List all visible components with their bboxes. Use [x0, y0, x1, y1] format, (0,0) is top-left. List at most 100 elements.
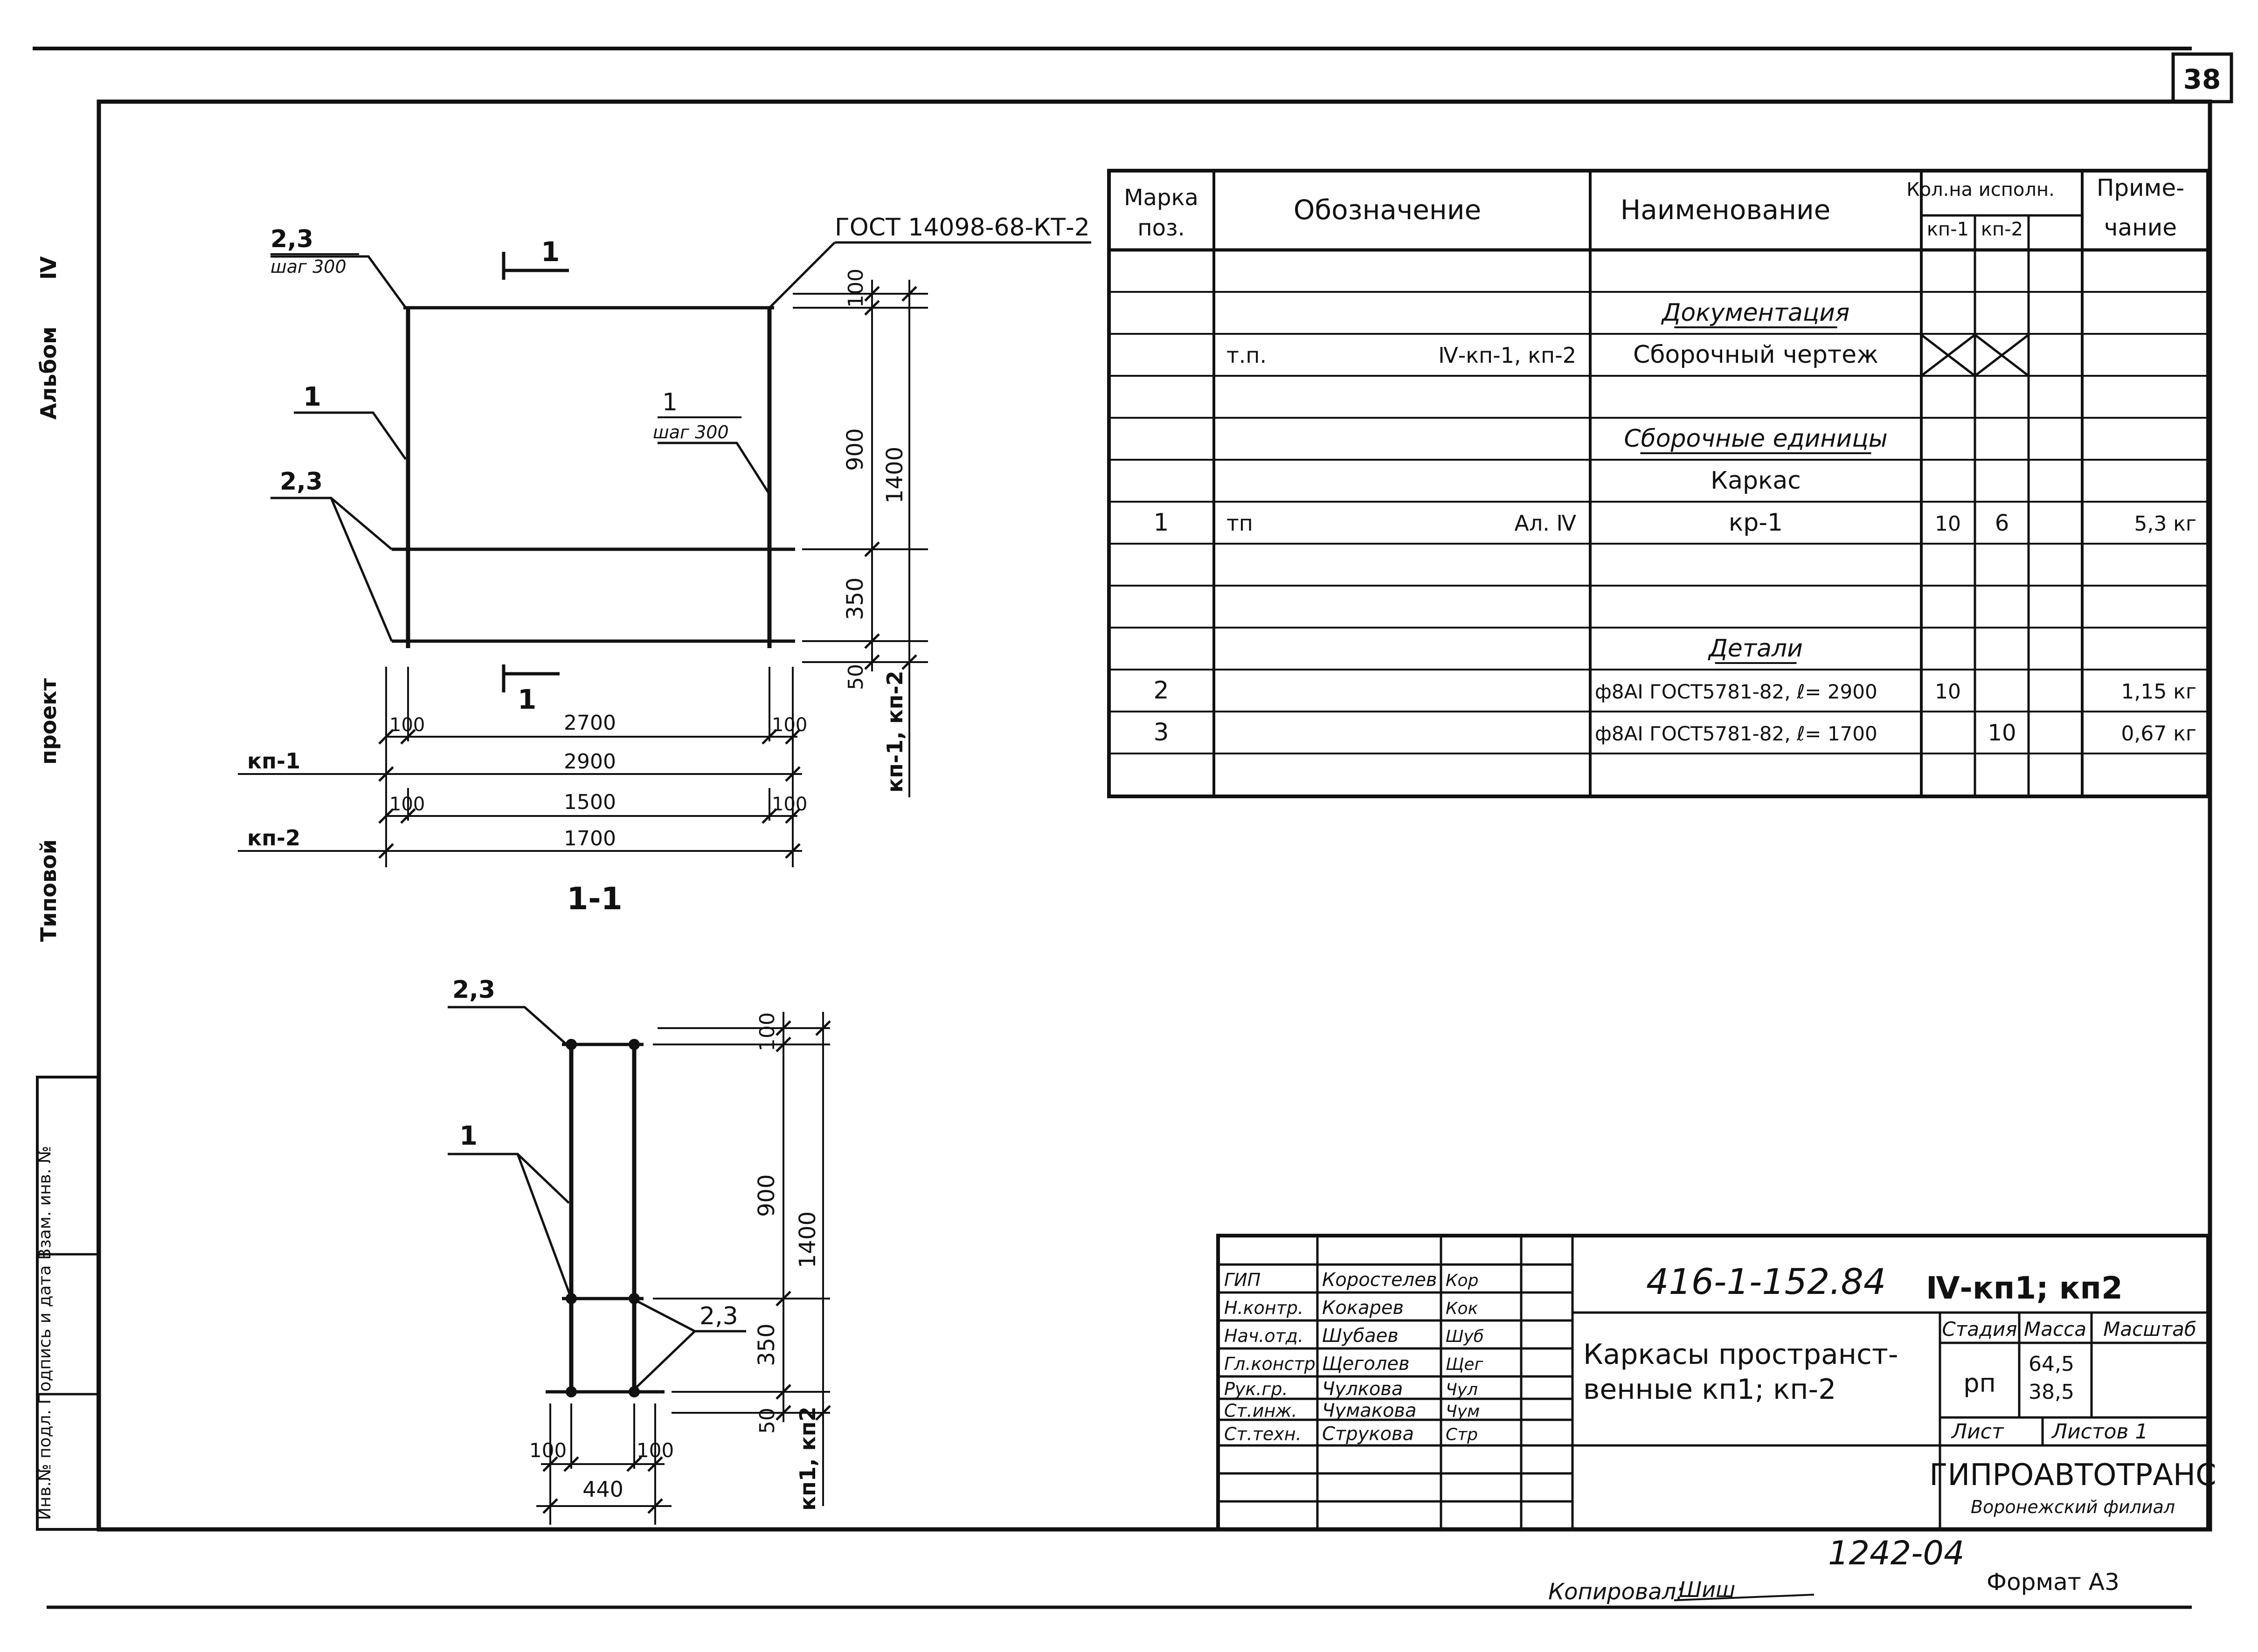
- sheet-code: Ⅳ-кп1; кп2: [1926, 1270, 2123, 1306]
- spec-row: Каркас: [1711, 467, 1801, 495]
- person-name: Струкова: [1322, 1424, 1414, 1445]
- person-signature: Щег: [1446, 1355, 1484, 1374]
- dim-section-100: 100: [755, 1012, 779, 1051]
- title-line-2: венные кп1; кп-2: [1583, 1373, 1836, 1406]
- vertical-dims-plan: [793, 280, 928, 671]
- section-mark-bottom: 1: [502, 664, 560, 715]
- dim-kp2-total: 1700: [564, 827, 616, 850]
- spec-row: Документация: [1661, 299, 1849, 328]
- dim-kp2-mid: 1500: [564, 790, 616, 814]
- mass-value-2: 38,5: [2029, 1380, 2074, 1404]
- person-name: Кокарев: [1322, 1297, 1404, 1319]
- person-signature: Кор: [1446, 1271, 1478, 1290]
- dim-kp1-total: 2900: [564, 750, 616, 774]
- cell-name: ф8АⅠ ГОСТ5781-82, ℓ= 2900: [1595, 680, 1877, 703]
- dim-plan-50: 50: [844, 664, 868, 690]
- person-role: Рук.гр.: [1224, 1379, 1288, 1399]
- typical-label: Типовой: [36, 839, 61, 942]
- label-step-right: шаг 300: [653, 422, 729, 442]
- person-role: Ст.инж.: [1224, 1401, 1297, 1421]
- album-number: Ⅳ: [36, 256, 61, 280]
- cell-qty-kp1: 10: [1935, 512, 1961, 536]
- inventory-number: 1242-04: [1828, 1534, 1964, 1572]
- cell-designation-right: Ⅳ-кп-1, кп-2: [1438, 343, 1576, 368]
- spec-row: Сборочные единицы: [1624, 425, 1888, 454]
- section-mark-top: 1: [502, 236, 569, 280]
- view-title-1-1: 1-1: [567, 881, 622, 917]
- stage-label: Стадия: [1942, 1318, 2017, 1341]
- sheet-frame: [33, 47, 2233, 1609]
- dim-section-right: 100: [637, 1439, 674, 1462]
- person-role: Гл.констр.: [1224, 1354, 1321, 1374]
- label-1-left: 1: [303, 382, 321, 412]
- page-number: 38: [2183, 63, 2221, 95]
- cell-qty-kp1: 10: [1935, 680, 1961, 704]
- dim-section-900: 900: [754, 1174, 780, 1217]
- horizontal-dim-ticks-section: [542, 1456, 663, 1514]
- cell-mark: 3: [1153, 719, 1169, 747]
- title-block-person: Ст.инж. Чумакова Чум: [1224, 1400, 1480, 1422]
- header-qty-kp1: кп-1: [1927, 219, 1969, 240]
- header-mark-l2: поз.: [1137, 215, 1185, 241]
- person-signature: Шуб: [1446, 1327, 1484, 1346]
- header-name: Наименование: [1621, 194, 1831, 226]
- mass-value-1: 64,5: [2029, 1352, 2074, 1376]
- cell-name: кр-1: [1729, 509, 1783, 537]
- horizontal-dim-ticks: [378, 729, 801, 859]
- gost-note: ГОСТ 14098-68-КТ-2: [835, 214, 1090, 242]
- cell-name: Документация: [1661, 299, 1849, 327]
- dim-section-left: 100: [529, 1439, 567, 1462]
- leaders-section: [448, 1006, 746, 1388]
- dim-plan-100: 100: [844, 269, 868, 308]
- leaders-plan: [270, 241, 1091, 642]
- title-line-1: Каркасы пространст-: [1583, 1338, 1898, 1371]
- header-qty-kp2: кп-2: [1981, 219, 2023, 240]
- title-block-person: Гл.констр.Щеголев Щег: [1224, 1353, 1484, 1375]
- cell-name: Каркас: [1711, 467, 1801, 495]
- title-block: 416-1-152.84 Ⅳ-кп1; кп2 Каркасы простран…: [1216, 1234, 2216, 1531]
- dim-section-1400: 1400: [795, 1211, 821, 1268]
- label-kp1: кп-1: [247, 748, 300, 774]
- person-role: Ст.техн.: [1224, 1424, 1302, 1445]
- section-label-23-top: 2,3: [452, 976, 495, 1004]
- horizontal-dims-section: [536, 1403, 672, 1525]
- org-name: ГИПРОАВТОТРАНС: [1929, 1458, 2216, 1493]
- section-label-23-right: 2,3: [700, 1302, 738, 1330]
- person-role: ГИП: [1224, 1270, 1261, 1290]
- sheet-label: Лист: [1951, 1420, 2004, 1444]
- vertical-dims-section: [653, 1012, 830, 1506]
- cell-designation-left: тп: [1226, 511, 1253, 536]
- dim-kp1-right: 100: [772, 714, 807, 736]
- person-name: Чумакова: [1322, 1400, 1417, 1422]
- project-label: проект: [36, 678, 61, 765]
- dim-kp2-right: 100: [772, 794, 807, 815]
- cell-name: Сборочный чертеж: [1633, 341, 1878, 369]
- format-note: Формат А3: [1987, 1569, 2119, 1596]
- vertical-dim-ticks-section: [776, 1020, 831, 1421]
- cell-name: ф8АⅠ ГОСТ5781-82, ℓ= 1700: [1595, 722, 1877, 745]
- label-step-top: шаг 300: [270, 256, 346, 277]
- cell-mark: 2: [1153, 677, 1169, 705]
- section-label-1: 1: [459, 1121, 478, 1151]
- cell-mark: 1: [1153, 509, 1169, 537]
- spec-table: Марка поз. Обозначение Наименование Кол.…: [1107, 169, 2210, 798]
- org-branch: Воронежский филиал: [1971, 1497, 2175, 1517]
- cell-designation-right: Ал. Ⅳ: [1514, 511, 1576, 536]
- person-name: Щеголев: [1322, 1353, 1410, 1375]
- vertical-dim-ticks: [864, 286, 917, 670]
- person-signature: Чул: [1446, 1380, 1478, 1399]
- sheets-label: Листов 1: [2051, 1420, 2148, 1444]
- person-signature: Чум: [1446, 1402, 1480, 1421]
- stage-value: рп: [1963, 1369, 1996, 1398]
- person-name: Шубаев: [1322, 1325, 1399, 1347]
